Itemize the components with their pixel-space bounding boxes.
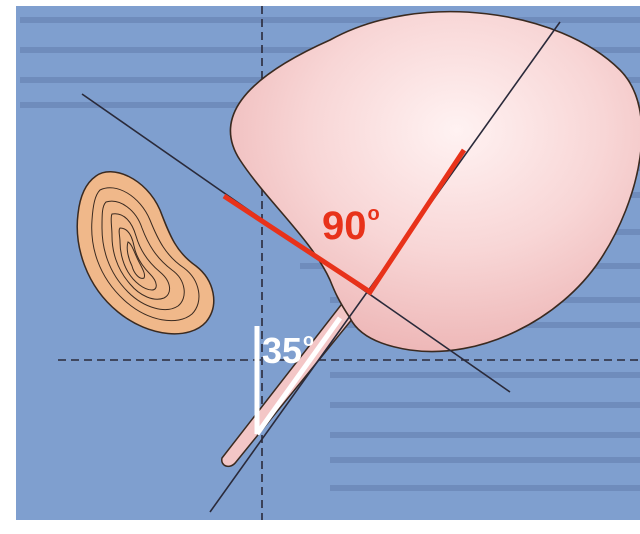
angle-35-oblique-leg (254, 316, 343, 436)
kidney-contour-icon (76, 171, 215, 335)
angle-90-value: 90 (322, 204, 367, 248)
right-angle-marker (222, 148, 467, 296)
angle-35-value: 35 (262, 330, 303, 372)
degree-symbol: o (367, 203, 380, 225)
degree-symbol: o (303, 330, 315, 350)
angle-90-label: 90o (322, 204, 380, 246)
angle-35-label: 35o (262, 331, 314, 369)
